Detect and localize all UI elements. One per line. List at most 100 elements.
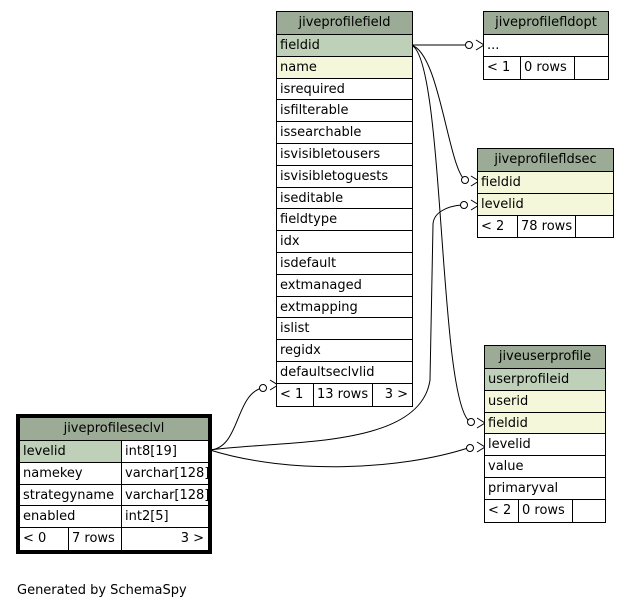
column-name: isfilterable (280, 103, 349, 119)
parents-count[interactable]: < 0 (23, 531, 47, 547)
children-count[interactable]: 3 > (121, 528, 208, 550)
column-row[interactable]: userprofileid (485, 369, 605, 391)
link-seclvl-to-fldsec (209, 204, 463, 451)
column-name: primaryval (488, 480, 559, 496)
link-fieldid-to-fldsec (410, 44, 467, 182)
table-jiveprofilefldopt[interactable]: jiveprofilefldopt ... < 1 0 rows (483, 11, 609, 80)
parents-count[interactable]: < 2 (481, 218, 505, 234)
column-name: regidx (280, 343, 321, 359)
table-footer: < 0 7 rows 3 > (20, 528, 208, 550)
optional-marker-profilefield-defaultseclvlid (259, 384, 267, 392)
column-type: int8[19] (121, 441, 208, 462)
column-name: defaultseclvlid (280, 364, 375, 380)
column-name: fieldid (488, 415, 528, 431)
column-row[interactable]: idx (277, 231, 412, 253)
column-row[interactable]: islist (277, 318, 412, 341)
table-footer: < 1 13 rows 3 > (277, 383, 412, 406)
row-count: 7 rows (68, 528, 121, 550)
column-type: int2[5] (121, 506, 208, 528)
column-name: levelid (481, 196, 524, 212)
column-name: fieldid (481, 175, 521, 190)
parents-count[interactable]: < 2 (488, 502, 512, 518)
column-row[interactable]: iseditable (277, 188, 412, 210)
column-row[interactable]: userid (485, 390, 605, 413)
table-footer: < 1 0 rows (484, 56, 608, 79)
column-row[interactable]: ... (484, 35, 608, 57)
column-row[interactable]: strategyname varchar[128] (20, 484, 208, 507)
table-title: jiveprofilefield (277, 12, 412, 35)
column-name: strategyname (23, 487, 115, 503)
column-row[interactable]: fieldtype (277, 209, 412, 232)
children-count[interactable] (575, 215, 613, 238)
children-count[interactable] (572, 499, 605, 522)
column-name: enabled (23, 509, 76, 525)
column-row[interactable]: enabled int2[5] (20, 506, 208, 529)
column-name: isrequired (280, 81, 345, 97)
column-name: isvisibletoguests (280, 168, 389, 184)
children-count[interactable]: 3 > (372, 383, 412, 406)
column-name: extmanaged (280, 277, 362, 293)
link-seclvl-to-userprofile (209, 447, 469, 468)
row-count: 13 rows (313, 383, 372, 406)
table-footer: < 2 78 rows (478, 215, 613, 238)
column-name: levelid (488, 437, 531, 453)
column-row[interactable]: levelid int8[19] (20, 441, 208, 463)
column-row[interactable]: extmapping (277, 297, 412, 319)
optional-marker-fldsec-fieldid (461, 176, 469, 184)
column-name: fieldid (280, 38, 320, 53)
column-row[interactable]: namekey varchar[128] (20, 462, 208, 485)
column-row[interactable]: isvisibletoguests (277, 166, 412, 188)
table-title: jiveuserprofile (485, 346, 605, 369)
column-row[interactable]: isfilterable (277, 100, 412, 123)
table-jiveuserprofile[interactable]: jiveuserprofile userprofileid userid fie… (484, 345, 606, 523)
column-row[interactable]: defaultseclvlid (277, 362, 412, 384)
column-row[interactable]: isdefault (277, 253, 412, 275)
column-row[interactable]: value (485, 456, 605, 478)
table-title: jiveprofilefldopt (484, 12, 608, 35)
column-name: isvisibletousers (280, 146, 381, 162)
column-row[interactable]: fieldid (485, 412, 605, 435)
column-row[interactable]: extmanaged (277, 275, 412, 297)
column-name: islist (280, 321, 310, 337)
column-name: isdefault (280, 255, 337, 271)
column-row[interactable]: fieldid (277, 35, 412, 57)
children-count[interactable] (574, 56, 608, 79)
table-footer: < 2 0 rows (485, 499, 605, 522)
column-name: value (488, 459, 524, 475)
optional-marker-userprofile-fieldid (467, 418, 475, 426)
column-name: issearchable (280, 125, 362, 141)
optional-marker-fldopt (465, 41, 473, 49)
generated-by-caption: Generated by SchemaSpy (17, 583, 187, 598)
link-seclvl-to-profilefield (209, 387, 263, 451)
column-name: levelid (20, 441, 121, 462)
column-row[interactable]: issearchable (277, 122, 412, 144)
table-jiveprofileseclvl[interactable]: jiveprofileseclvl levelid int8[19] namek… (16, 414, 212, 554)
parents-count[interactable]: < 1 (487, 59, 511, 75)
column-name: userprofileid (488, 372, 570, 387)
column-row[interactable]: fieldid (478, 172, 613, 194)
column-row[interactable]: regidx (277, 340, 412, 362)
column-row[interactable]: name (277, 56, 412, 79)
column-row[interactable]: isrequired (277, 79, 412, 101)
column-row[interactable]: levelid (485, 434, 605, 457)
column-row[interactable]: isvisibletousers (277, 144, 412, 166)
column-name: namekey (23, 465, 83, 481)
row-count: 0 rows (520, 56, 574, 79)
column-name: extmapping (280, 299, 358, 315)
parents-count[interactable]: < 1 (280, 386, 304, 402)
optional-marker-fldsec-levelid (460, 201, 468, 209)
table-title: jiveprofilefldsec (478, 149, 613, 172)
column-name: fieldtype (280, 212, 338, 228)
row-count: 0 rows (518, 499, 572, 522)
link-fieldid-to-userprofile (410, 44, 471, 423)
column-name: ... (487, 38, 500, 53)
table-jiveprofilefldsec[interactable]: jiveprofilefldsec fieldid levelid < 2 78… (477, 148, 614, 239)
column-row[interactable]: primaryval (485, 478, 605, 500)
column-name: userid (488, 393, 529, 409)
column-type: varchar[128] (121, 484, 208, 506)
column-row[interactable]: levelid (478, 193, 613, 216)
table-jiveprofilefield[interactable]: jiveprofilefield fieldid name isrequired… (276, 11, 413, 407)
column-name: name (280, 59, 317, 75)
